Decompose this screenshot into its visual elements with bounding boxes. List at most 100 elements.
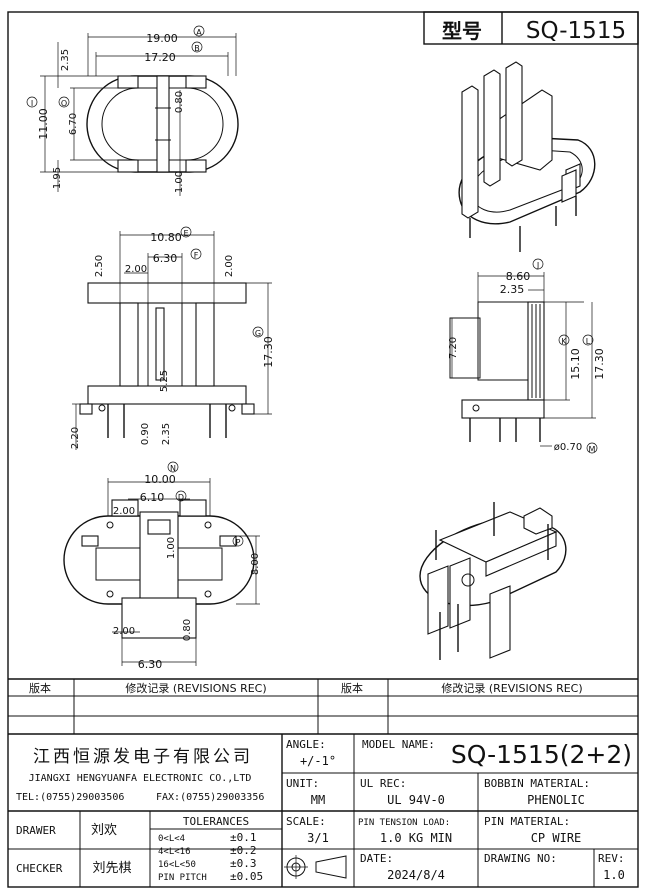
front-view: 10.80 6.30 2.50 2.00 2.00 17.30 5.25 2.2…	[70, 226, 275, 450]
revision-col-record-right: 修改记录 (REVISIONS REC)	[441, 681, 582, 695]
bottom-view: 10.00 6.10 2.00 1.00 8.00 2.00 0.80 6.30…	[63, 461, 261, 671]
marker-O: O	[61, 99, 67, 108]
top-view: 19.00 17.20 2.35 11.00 6.70 0.80 1.95 1.…	[26, 25, 239, 196]
projection-symbol-icon	[284, 855, 347, 879]
drawer-label: DRAWER	[16, 824, 56, 837]
pin-tension-value: 1.0 KG MIN	[380, 831, 452, 845]
dim-bottom-6-10: 6.10	[140, 491, 165, 504]
dim-side-7-20: 7.20	[448, 337, 459, 359]
model-title-label: 型号	[442, 19, 482, 43]
dim-bottom-2-00-bottom: 2.00	[113, 626, 135, 637]
revision-table: 版本 修改记录 (REVISIONS REC) 版本 修改记录 (REVISIO…	[8, 678, 638, 735]
tolerance-value-4: ±0.05	[230, 870, 263, 883]
dim-side-8-60: 8.60	[506, 270, 531, 283]
marker-A: A	[196, 28, 202, 37]
pin-material-label: PIN MATERIAL:	[484, 815, 570, 828]
marker-M: M	[589, 445, 596, 454]
marker-N: N	[170, 464, 176, 473]
dim-top-width-overall: 19.00	[146, 32, 178, 45]
revision-col-record-left: 修改记录 (REVISIONS REC)	[125, 681, 266, 695]
dim-top-1-00: 1.00	[174, 171, 185, 193]
dim-top-height-overall: 11.00	[37, 108, 50, 140]
checker-value: 刘先棋	[92, 861, 131, 876]
model-name-label: MODEL NAME:	[362, 738, 435, 751]
tolerance-range-1: 0<L<4	[158, 834, 185, 844]
marker-J: J	[536, 261, 539, 270]
marker-G: G	[255, 329, 261, 338]
tolerance-range-2: 4<L<16	[158, 847, 191, 857]
dim-bottom-8-00: 8.00	[250, 553, 261, 575]
dim-bottom-1-00: 1.00	[166, 537, 177, 559]
dim-front-17-30: 17.30	[262, 336, 275, 368]
isometric-view-top	[458, 61, 596, 252]
dim-top-width-inner: 17.20	[144, 51, 176, 64]
dim-front-0-90: 0.90	[140, 423, 151, 445]
dim-front-2-20: 2.20	[70, 427, 81, 449]
unit-value: MM	[311, 793, 325, 807]
dim-front-10-80: 10.80	[150, 231, 182, 244]
title-block: 江西恒源发电子有限公司 JIANGXI HENGYUANFA ELECTRONI…	[8, 734, 638, 887]
model-name-value: SQ-1515(2+2)	[451, 740, 632, 769]
dim-front-6-30: 6.30	[153, 252, 178, 265]
tolerances-label: TOLERANCES	[183, 815, 249, 828]
dim-side-2-35: 2.35	[500, 283, 525, 296]
tolerance-value-3: ±0.3	[230, 857, 257, 870]
tolerance-range-3: 16<L<50	[158, 860, 196, 870]
dim-front-2-00-left: 2.00	[125, 264, 147, 275]
scale-value: 3/1	[307, 831, 329, 845]
angle-label: ANGLE:	[286, 738, 326, 751]
dim-front-2-35: 2.35	[161, 423, 172, 445]
company-tel: TEL:(0755)29003506	[16, 792, 124, 803]
drawer-value: 刘欢	[91, 823, 117, 838]
tolerance-value-2: ±0.2	[230, 844, 257, 857]
date-label: DATE:	[360, 852, 393, 865]
drawing-no-label: DRAWING NO:	[484, 852, 557, 865]
sheet-border	[7, 11, 639, 888]
dim-top-height-inner: 6.70	[68, 113, 79, 135]
dim-bottom-0-80: 0.80	[182, 619, 193, 641]
marker-I: I	[31, 99, 33, 108]
unit-label: UNIT:	[286, 777, 319, 790]
dim-side-17-30: 17.30	[593, 348, 606, 380]
dim-top-1-95: 1.95	[52, 167, 63, 189]
dim-bottom-2-00-top: 2.00	[113, 506, 135, 517]
pin-material-value: CP WIRE	[531, 831, 582, 845]
dim-bottom-6-30: 6.30	[138, 658, 163, 671]
company-name-cn: 江西恒源发电子有限公司	[33, 747, 253, 767]
rev-label: REV:	[598, 852, 625, 865]
date-value: 2024/8/4	[387, 868, 445, 882]
dim-bottom-10-00: 10.00	[144, 473, 176, 486]
dim-front-2-00-right: 2.00	[224, 255, 235, 277]
angle-value: +/-1°	[300, 754, 336, 768]
scale-label: SCALE:	[286, 815, 326, 828]
model-title-box: 型号 SQ-1515	[423, 11, 639, 45]
rev-value: 1.0	[603, 868, 625, 882]
marker-E: E	[183, 229, 188, 238]
dim-side-pin-diameter: ø0.70	[554, 442, 582, 453]
revision-col-version-right: 版本	[341, 681, 363, 695]
company-name-en: JIANGXI HENGYUANFA ELECTRONIC CO.,LTD	[29, 773, 252, 784]
marker-F: F	[194, 251, 199, 260]
dim-side-15-10: 15.10	[569, 348, 582, 380]
marker-B: B	[194, 44, 200, 53]
ul-rec-value: UL 94V-0	[387, 793, 445, 807]
marker-L: L	[586, 337, 591, 346]
company-fax: FAX:(0755)29003356	[156, 792, 264, 803]
dim-front-2-50: 2.50	[94, 255, 105, 277]
marker-D: D	[178, 493, 184, 502]
dim-top-0-80: 0.80	[174, 91, 185, 113]
marker-K: K	[561, 337, 567, 346]
isometric-view-bottom	[419, 502, 567, 660]
model-title-value: SQ-1515	[526, 18, 626, 44]
checker-label: CHECKER	[16, 862, 63, 875]
tolerance-range-4: PIN PITCH	[158, 873, 207, 883]
bobbin-material-label: BOBBIN MATERIAL:	[484, 777, 590, 790]
bobbin-material-value: PHENOLIC	[527, 793, 585, 807]
dim-top-2-35: 2.35	[60, 49, 71, 71]
pin-tension-label: PIN TENSION LOAD:	[358, 818, 450, 828]
marker-P: P	[236, 538, 241, 547]
dim-front-5-25: 5.25	[159, 370, 170, 392]
side-view: 8.60 2.35 7.20 15.10 17.30 ø0.70 J K L M	[448, 258, 606, 454]
revision-col-version-left: 版本	[29, 681, 51, 695]
